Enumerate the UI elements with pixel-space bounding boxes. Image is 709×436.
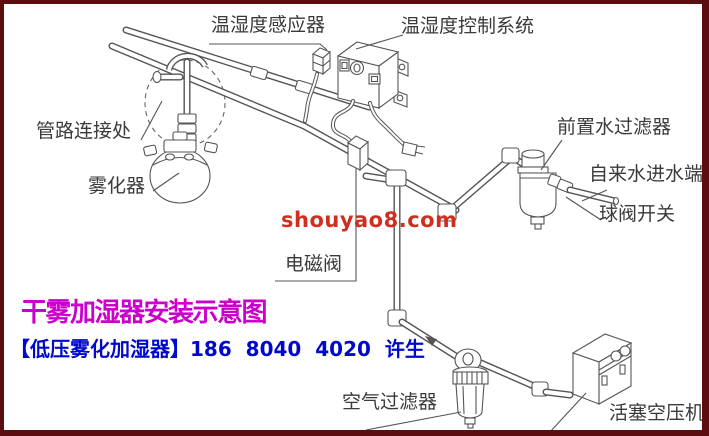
compressor: [571, 333, 633, 405]
control-box: [336, 41, 409, 110]
air-line: [362, 169, 466, 364]
label-atomizer: 雾化器: [88, 176, 146, 197]
diagram-canvas: [4, 4, 702, 430]
label-air-filter: 空气过滤器: [342, 392, 438, 413]
flow-arrow: [425, 336, 437, 346]
air-filter: [452, 348, 574, 429]
sensor-box: [303, 47, 332, 123]
power-plug: [331, 99, 426, 157]
line-art: [108, 26, 633, 430]
label-solenoid-valve: 电磁阀: [285, 254, 343, 275]
label-control-system: 温湿度控制系统: [401, 16, 535, 37]
water-line: [437, 147, 532, 222]
label-sensor: 温湿度感应器: [211, 15, 326, 36]
label-tap-water-inlet: 自来水进水端: [589, 164, 704, 185]
label-pipe-connection: 管路连接处: [36, 121, 132, 142]
label-ball-valve: 球阀开关: [599, 204, 676, 225]
contact-line: 【低压雾化加湿器】186 8040 4020 许生: [10, 337, 425, 361]
solenoid-valve: [347, 135, 369, 172]
page-title: 干雾加湿器安装示意图: [21, 298, 268, 328]
label-pre-water-filter: 前置水过滤器: [557, 117, 672, 138]
watermark: shouyao8.com: [281, 208, 458, 232]
pre-water-filter: [517, 149, 620, 230]
atomizer-assembly: [143, 52, 218, 204]
leader-lines: [140, 34, 608, 430]
label-piston-compressor: 活塞空压机: [609, 403, 705, 424]
